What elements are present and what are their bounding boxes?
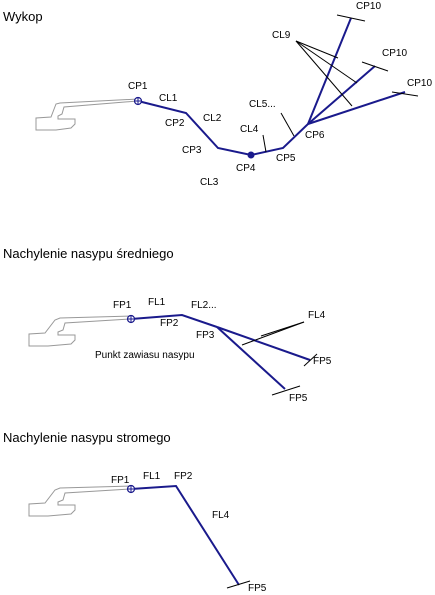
label-cp10-b: CP10 — [382, 48, 407, 59]
medium-slope-line-1 — [216, 326, 311, 361]
label-cl5: CL5... — [249, 99, 276, 110]
cut-road-outline — [35, 98, 139, 131]
label-steep-fl1: FL1 — [143, 471, 161, 482]
cut-diagram: CP1 CL1 CP2 CL2 CP3 CL3 CP4 CL4 CL5... C… — [35, 1, 432, 188]
label-cl9: CL9 — [272, 30, 291, 41]
label-medium-fp1: FP1 — [113, 300, 132, 311]
steep-road-outline — [28, 485, 132, 517]
cl9-leader-2 — [295, 40, 358, 84]
cut-slope-line-3 — [307, 91, 406, 125]
cut-title: Wykop — [3, 9, 43, 24]
medium-fill-title: Nachylenie nasypu średniego — [3, 246, 174, 261]
label-steep-fl4: FL4 — [212, 510, 230, 521]
steep-profile-line — [130, 484, 240, 586]
cut-tick-1 — [336, 14, 366, 22]
cut-tick-2 — [361, 61, 389, 72]
label-cl3: CL3 — [200, 177, 219, 188]
label-medium-fl4: FL4 — [308, 310, 326, 321]
fl4-leader-2 — [241, 321, 305, 346]
medium-slope-line-2 — [216, 326, 286, 390]
label-cp10-a: CP10 — [356, 1, 381, 12]
label-cl1: CL1 — [159, 93, 178, 104]
label-cl4: CL4 — [240, 124, 259, 135]
medium-profile-line — [130, 313, 218, 328]
cl5-leader — [280, 112, 295, 137]
cut-cp4-marker — [247, 151, 255, 159]
medium-fill-diagram: FP1 FL1 FL2... FP2 FP3 FL4 FP5 FP5 Punkt… — [28, 297, 332, 404]
label-cp3: CP3 — [182, 145, 202, 156]
label-medium-fp5-a: FP5 — [313, 356, 332, 367]
label-cp10-c: CP10 — [407, 78, 432, 89]
label-steep-fp5: FP5 — [248, 583, 267, 594]
cut-slope-line-2 — [307, 65, 376, 125]
medium-tick-1 — [303, 353, 318, 367]
label-medium-fl1: FL1 — [148, 297, 166, 308]
label-medium-fp3: FP3 — [196, 330, 215, 341]
medium-road-outline — [28, 315, 132, 347]
label-medium-fl2: FL2... — [191, 300, 217, 311]
cut-slope-line-1 — [307, 17, 352, 125]
label-steep-fp1: FP1 — [111, 475, 130, 486]
steep-fill-diagram: FP1 FL1 FP2 FL4 FP5 — [28, 471, 267, 594]
label-hinge-point: Punkt zawiasu nasypu — [95, 350, 195, 361]
label-cp1: CP1 — [128, 81, 148, 92]
cl4-leader — [262, 134, 267, 153]
label-medium-fp5-b: FP5 — [289, 393, 308, 404]
medium-tick-2 — [271, 385, 301, 396]
steep-tick — [226, 580, 251, 589]
label-steep-fp2: FP2 — [174, 471, 193, 482]
label-cp4: CP4 — [236, 163, 256, 174]
cl9-leader-3 — [295, 40, 353, 107]
cut-profile-line — [137, 100, 309, 157]
label-cp6: CP6 — [305, 130, 325, 141]
steep-fill-title: Nachylenie nasypu stromego — [3, 430, 171, 445]
label-cp2: CP2 — [165, 118, 185, 129]
cl9-leader-1 — [295, 40, 339, 59]
label-cp5: CP5 — [276, 153, 296, 164]
label-cl2: CL2 — [203, 113, 222, 124]
cut-tick-3 — [391, 91, 419, 97]
label-medium-fp2: FP2 — [160, 318, 179, 329]
